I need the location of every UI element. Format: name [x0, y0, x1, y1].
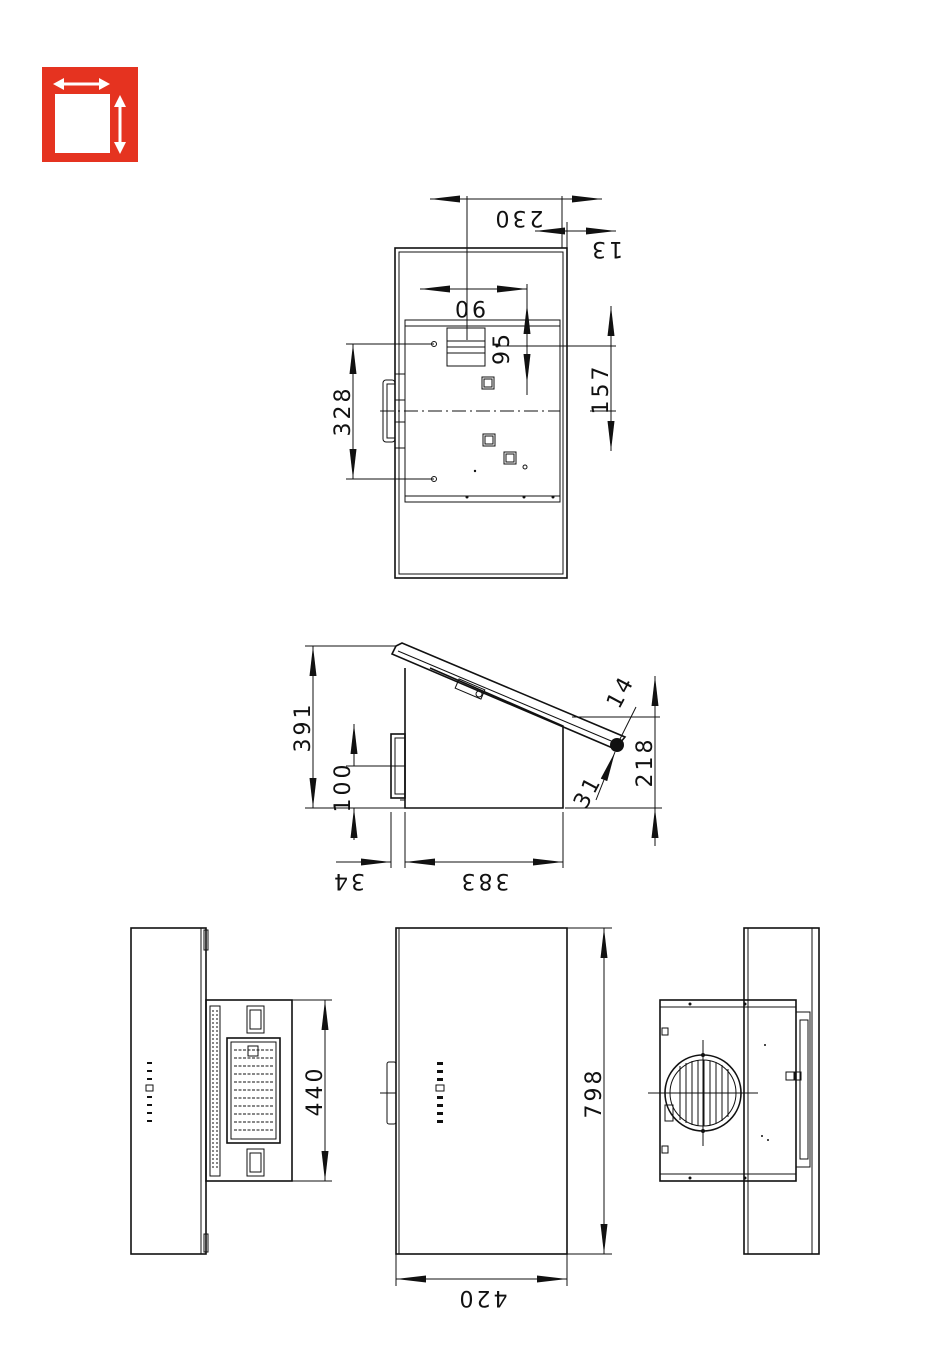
dimension-391-label: 391	[291, 702, 316, 753]
dimension-328-label: 328	[331, 386, 356, 437]
dimension-34: 34	[331, 812, 405, 893]
dimension-157-label: 157	[589, 364, 614, 415]
dimension-420: 420	[396, 1254, 567, 1310]
dimension-34-label: 34	[331, 868, 365, 893]
dimension-798-label: 798	[582, 1068, 607, 1119]
dimension-31: 31	[569, 752, 615, 813]
button-strip	[146, 1062, 153, 1122]
dimension-13-label: 13	[589, 236, 623, 261]
filter-grille	[234, 1046, 273, 1130]
dimension-383: 383	[405, 812, 563, 893]
front-buttons	[436, 1062, 444, 1123]
dimension-420-label: 420	[457, 1285, 508, 1310]
dimensions-badge	[42, 67, 138, 162]
dimension-230-label: 230	[493, 205, 544, 230]
dimension-440: 440	[292, 1000, 332, 1181]
side-view-glass-panel	[392, 643, 625, 752]
bottom-right-view	[648, 928, 819, 1254]
dimension-383-label: 383	[459, 868, 510, 893]
dimension-95: 95	[490, 304, 535, 384]
dimension-31-label: 31	[569, 771, 607, 813]
dimension-440-label: 440	[303, 1066, 328, 1117]
dimension-157: 157	[500, 306, 616, 451]
dimension-218-label: 218	[633, 737, 658, 788]
top-view: 230 13 90 95 157 328	[331, 196, 623, 578]
dimension-90-label: 90	[452, 295, 486, 320]
bottom-left-view: 440	[131, 928, 332, 1254]
blower-outlet	[648, 1040, 758, 1146]
dimension-14-label: 14	[602, 671, 640, 713]
dimension-100: 100	[331, 724, 405, 840]
top-view-motor-block	[447, 328, 485, 366]
side-view: 391 100 14 218 31 34	[291, 643, 662, 893]
dimension-100-label: 100	[331, 762, 356, 813]
motor-housing	[206, 1000, 292, 1181]
dimension-13: 13	[535, 222, 623, 261]
dimension-798: 798	[567, 928, 612, 1254]
bottom-center-view: 798 420	[380, 928, 612, 1310]
dimension-95-label: 95	[490, 331, 515, 365]
side-view-body	[400, 668, 563, 808]
